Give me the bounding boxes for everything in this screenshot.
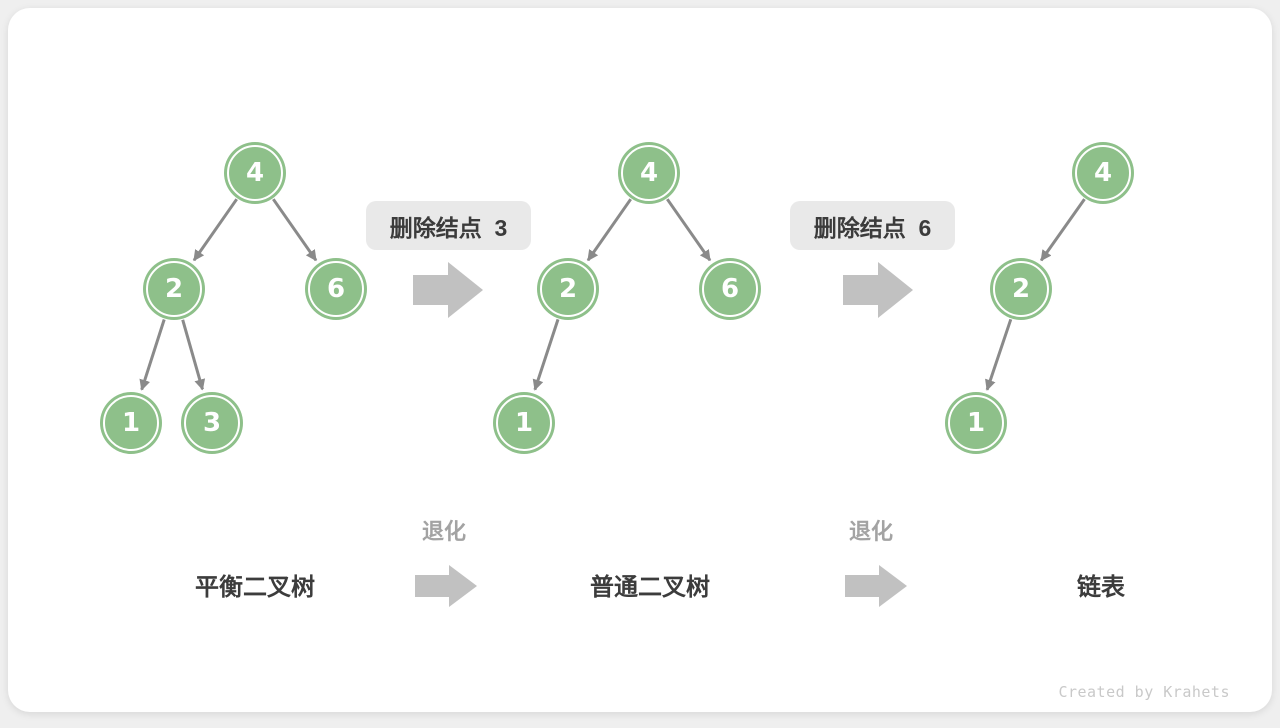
degrade-label-2: 退化 <box>848 519 893 544</box>
block-arrow-degrade-1 <box>415 565 477 607</box>
edge-t1-2-1 <box>139 319 166 391</box>
edge-t1-4-6 <box>272 198 318 262</box>
degrade-label-1: 退化 <box>421 519 466 544</box>
caption-balanced-binary-tree: 平衡二叉树 <box>195 574 315 601</box>
tree1-node-3: 3 <box>184 395 240 451</box>
diagram-card: 4 2 6 1 3 4 2 6 1 4 2 1 删除结点 3 删除结点 6 退化… <box>8 8 1272 712</box>
caption-ordinary-binary-tree: 普通二叉树 <box>590 574 710 601</box>
tree2-node-2: 2 <box>540 261 596 317</box>
edge-t3-2-1 <box>985 318 1013 391</box>
tree2-node-6: 6 <box>702 261 758 317</box>
watermark-credit: Created by Krahets <box>1058 683 1230 701</box>
edge-t1-4-2 <box>192 198 238 262</box>
tree1-node-4: 4 <box>227 145 283 201</box>
tree3-node-1: 1 <box>948 395 1004 451</box>
tree1-node-6: 6 <box>308 261 364 317</box>
tree1-node-1: 1 <box>103 395 159 451</box>
edges-and-arrows-layer <box>139 198 1086 607</box>
tree2-node-4: 4 <box>621 145 677 201</box>
tree1-node-2: 2 <box>146 261 202 317</box>
op-label-delete-node-3: 删除结点 3 <box>366 201 531 250</box>
edge-t2-4-6 <box>666 198 712 262</box>
edge-t2-2-1 <box>532 318 560 391</box>
tree3-node-2: 2 <box>993 261 1049 317</box>
edge-t3-4-2 <box>1039 198 1086 262</box>
tree2-node-1: 1 <box>496 395 552 451</box>
edge-t2-4-2 <box>586 198 632 262</box>
block-arrow-delete-2 <box>843 262 913 318</box>
caption-linked-list: 链表 <box>1077 574 1125 601</box>
edge-t1-2-3 <box>181 319 206 391</box>
block-arrow-delete-1 <box>413 262 483 318</box>
tree3-node-4: 4 <box>1075 145 1131 201</box>
op-label-delete-node-6: 删除结点 6 <box>790 201 955 250</box>
block-arrow-degrade-2 <box>845 565 907 607</box>
